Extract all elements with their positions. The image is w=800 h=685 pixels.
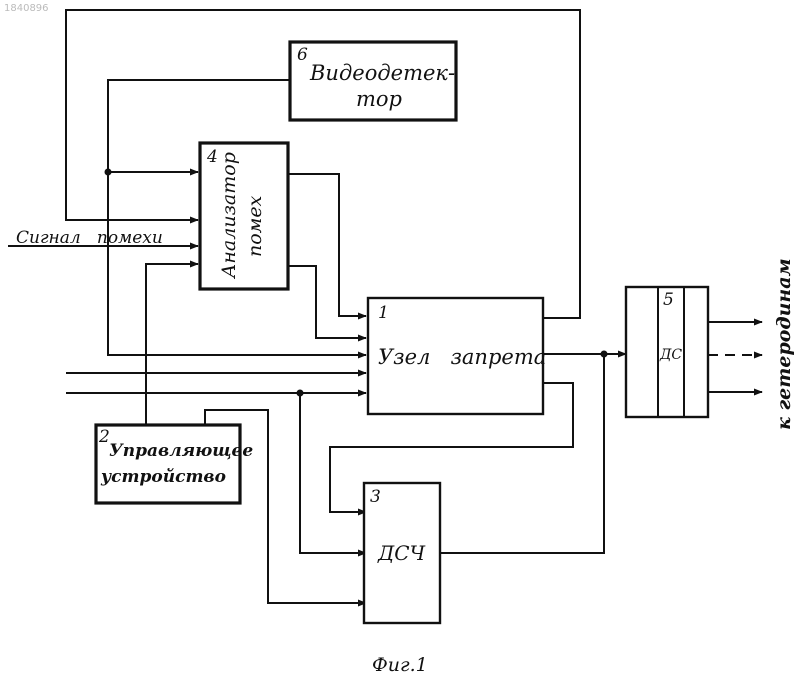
- watermark-text: 1840896: [4, 3, 49, 14]
- analyzer-out2-wire: [288, 266, 366, 338]
- block-6-number: 6: [297, 45, 308, 65]
- junction-to-dsch-wire: [300, 393, 366, 553]
- block-1-number: 1: [378, 303, 389, 323]
- input-signal-label: Сигнал помехи: [16, 228, 163, 248]
- analyzer-out1-wire: [288, 174, 366, 316]
- analyzer-label-line1: Анализатор: [218, 152, 240, 280]
- block-5-number: 5: [663, 290, 674, 310]
- uzel-zapreta-label: Узел запрета: [378, 345, 546, 369]
- block-control-device: [96, 425, 240, 503]
- block-4-number: 4: [206, 147, 218, 167]
- dc-label: ДС: [659, 347, 682, 363]
- video-detector-label-line2: тор: [356, 87, 402, 111]
- block-3-number: 3: [370, 487, 381, 507]
- output-heterodyne-label: к гетеродинам: [773, 258, 795, 430]
- control-to-analyzer-wire: [146, 264, 198, 425]
- control-device-label-line1: Управляющее: [109, 441, 253, 461]
- dsch-label: ДСЧ: [377, 541, 426, 565]
- figure-caption: Фиг.1: [372, 654, 428, 676]
- control-device-label-line2: устройство: [100, 467, 226, 487]
- video-detector-label-line1: Видеодетек-: [309, 61, 455, 85]
- analyzer-label-line2: помех: [244, 195, 266, 257]
